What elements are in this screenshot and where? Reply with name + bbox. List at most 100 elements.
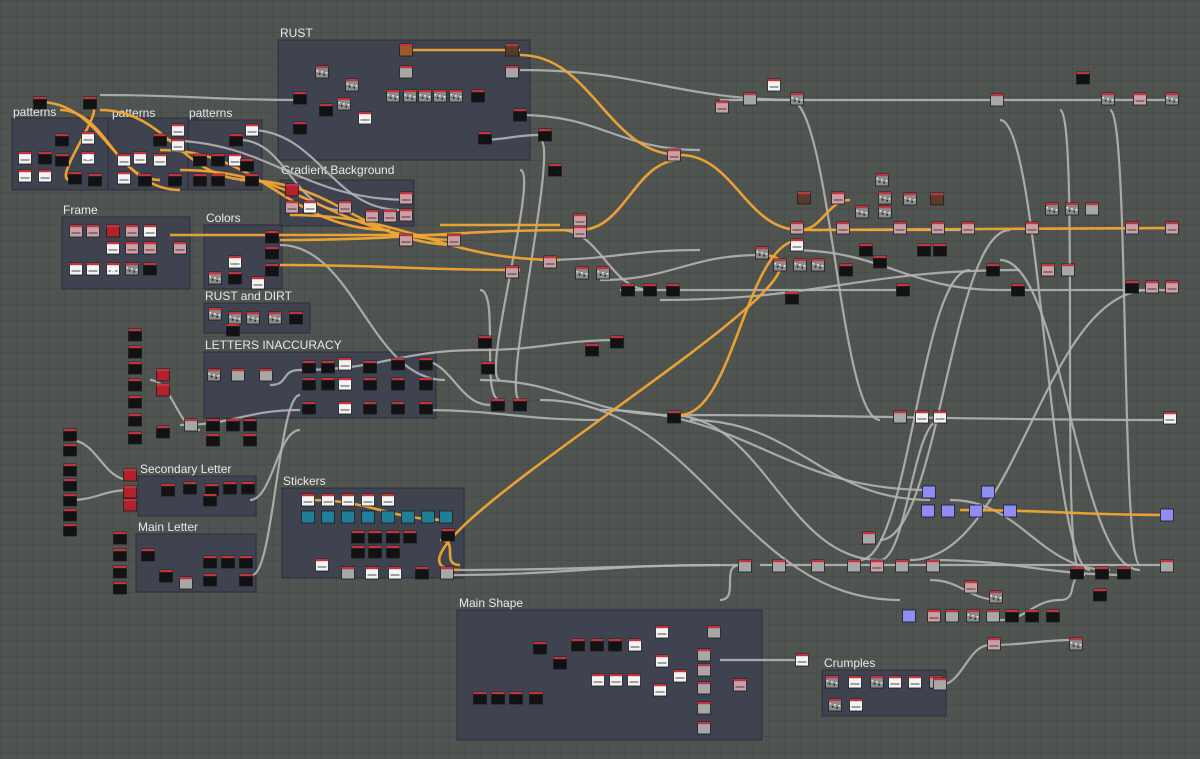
graph-node[interactable] <box>128 395 142 409</box>
graph-node[interactable] <box>828 698 842 712</box>
graph-node[interactable] <box>143 241 157 255</box>
graph-node[interactable] <box>419 401 433 415</box>
graph-node[interactable] <box>128 328 142 342</box>
graph-node[interactable] <box>203 493 217 507</box>
graph-node[interactable] <box>655 625 669 639</box>
graph-node[interactable] <box>128 378 142 392</box>
graph-node[interactable] <box>610 335 624 349</box>
graph-node[interactable] <box>321 377 335 391</box>
graph-node[interactable] <box>293 91 307 105</box>
frame-main-shape[interactable]: Main Shape <box>456 596 763 741</box>
graph-node[interactable] <box>793 258 807 272</box>
graph-node[interactable] <box>351 545 365 559</box>
frame-crumples[interactable]: Crumples <box>821 656 947 717</box>
graph-node[interactable] <box>790 92 804 106</box>
graph-node[interactable] <box>888 675 902 689</box>
graph-node[interactable] <box>1085 202 1099 216</box>
graph-node[interactable] <box>183 481 197 495</box>
graph-node[interactable] <box>505 265 519 279</box>
graph-node[interactable] <box>391 377 405 391</box>
graph-node[interactable] <box>63 463 77 477</box>
graph-node[interactable] <box>667 410 681 424</box>
graph-node[interactable] <box>1125 280 1139 294</box>
graph-node[interactable] <box>1045 202 1059 216</box>
graph-node[interactable] <box>211 173 225 187</box>
graph-node[interactable] <box>403 530 417 544</box>
graph-node[interactable] <box>1125 221 1139 235</box>
graph-node[interactable] <box>259 368 273 382</box>
graph-node[interactable] <box>870 559 884 573</box>
graph-node[interactable] <box>128 413 142 427</box>
graph-node[interactable] <box>1145 280 1159 294</box>
graph-node[interactable] <box>785 291 799 305</box>
graph-node[interactable] <box>825 675 839 689</box>
graph-node[interactable] <box>391 401 405 415</box>
graph-node[interactable] <box>106 224 120 238</box>
graph-node[interactable] <box>1165 280 1179 294</box>
graph-node[interactable] <box>609 673 623 687</box>
graph-node[interactable] <box>113 565 127 579</box>
graph-node[interactable] <box>321 360 335 374</box>
graph-node[interactable] <box>265 230 279 244</box>
graph-node[interactable] <box>1025 609 1039 623</box>
graph-node[interactable] <box>33 96 47 110</box>
graph-node[interactable] <box>206 433 220 447</box>
graph-node[interactable] <box>1025 221 1039 235</box>
graph-node[interactable] <box>811 258 825 272</box>
graph-node[interactable] <box>228 271 242 285</box>
graph-node[interactable] <box>391 357 405 371</box>
graph-node[interactable] <box>399 43 413 57</box>
graph-node[interactable] <box>415 566 429 580</box>
graph-node[interactable] <box>125 224 139 238</box>
graph-node[interactable] <box>338 357 352 371</box>
graph-node[interactable] <box>1160 559 1174 573</box>
graph-node[interactable] <box>419 377 433 391</box>
graph-node[interactable] <box>138 173 152 187</box>
graph-node[interactable] <box>184 418 198 432</box>
graph-node[interactable] <box>363 360 377 374</box>
graph-node[interactable] <box>964 580 978 594</box>
graph-node[interactable] <box>203 555 217 569</box>
graph-node[interactable] <box>1011 283 1025 297</box>
graph-node[interactable] <box>361 510 375 524</box>
graph-node[interactable] <box>986 263 1000 277</box>
graph-node[interactable] <box>123 468 137 482</box>
graph-node[interactable] <box>481 361 495 375</box>
graph-node[interactable] <box>63 508 77 522</box>
graph-node[interactable] <box>628 638 642 652</box>
graph-node[interactable] <box>990 93 1004 107</box>
graph-node[interactable] <box>18 151 32 165</box>
graph-node[interactable] <box>643 283 657 297</box>
graph-node[interactable] <box>1165 221 1179 235</box>
graph-node[interactable] <box>55 153 69 167</box>
graph-node[interactable] <box>966 609 980 623</box>
graph-node[interactable] <box>908 675 922 689</box>
graph-node[interactable] <box>143 262 157 276</box>
graph-node[interactable] <box>1046 609 1060 623</box>
graph-node[interactable] <box>321 493 335 507</box>
graph-node[interactable] <box>449 89 463 103</box>
graph-node[interactable] <box>421 510 435 524</box>
graph-node[interactable] <box>228 255 242 269</box>
graph-node[interactable] <box>239 555 253 569</box>
graph-node[interactable] <box>666 283 680 297</box>
graph-node[interactable] <box>927 609 941 623</box>
graph-node[interactable] <box>123 485 137 499</box>
graph-node[interactable] <box>293 121 307 135</box>
graph-node[interactable] <box>986 609 1000 623</box>
graph-node[interactable] <box>231 368 245 382</box>
graph-node[interactable] <box>388 566 402 580</box>
graph-node[interactable] <box>223 481 237 495</box>
graph-node[interactable] <box>193 173 207 187</box>
graph-node[interactable] <box>386 545 400 559</box>
graph-node[interactable] <box>211 153 225 167</box>
graph-node[interactable] <box>171 138 185 152</box>
graph-node[interactable] <box>365 209 379 223</box>
graph-node[interactable] <box>836 221 850 235</box>
graph-node[interactable] <box>206 418 220 432</box>
graph-node[interactable] <box>113 531 127 545</box>
graph-node[interactable] <box>849 698 863 712</box>
graph-node[interactable] <box>243 418 257 432</box>
graph-node[interactable] <box>505 43 519 57</box>
graph-node[interactable] <box>302 377 316 391</box>
